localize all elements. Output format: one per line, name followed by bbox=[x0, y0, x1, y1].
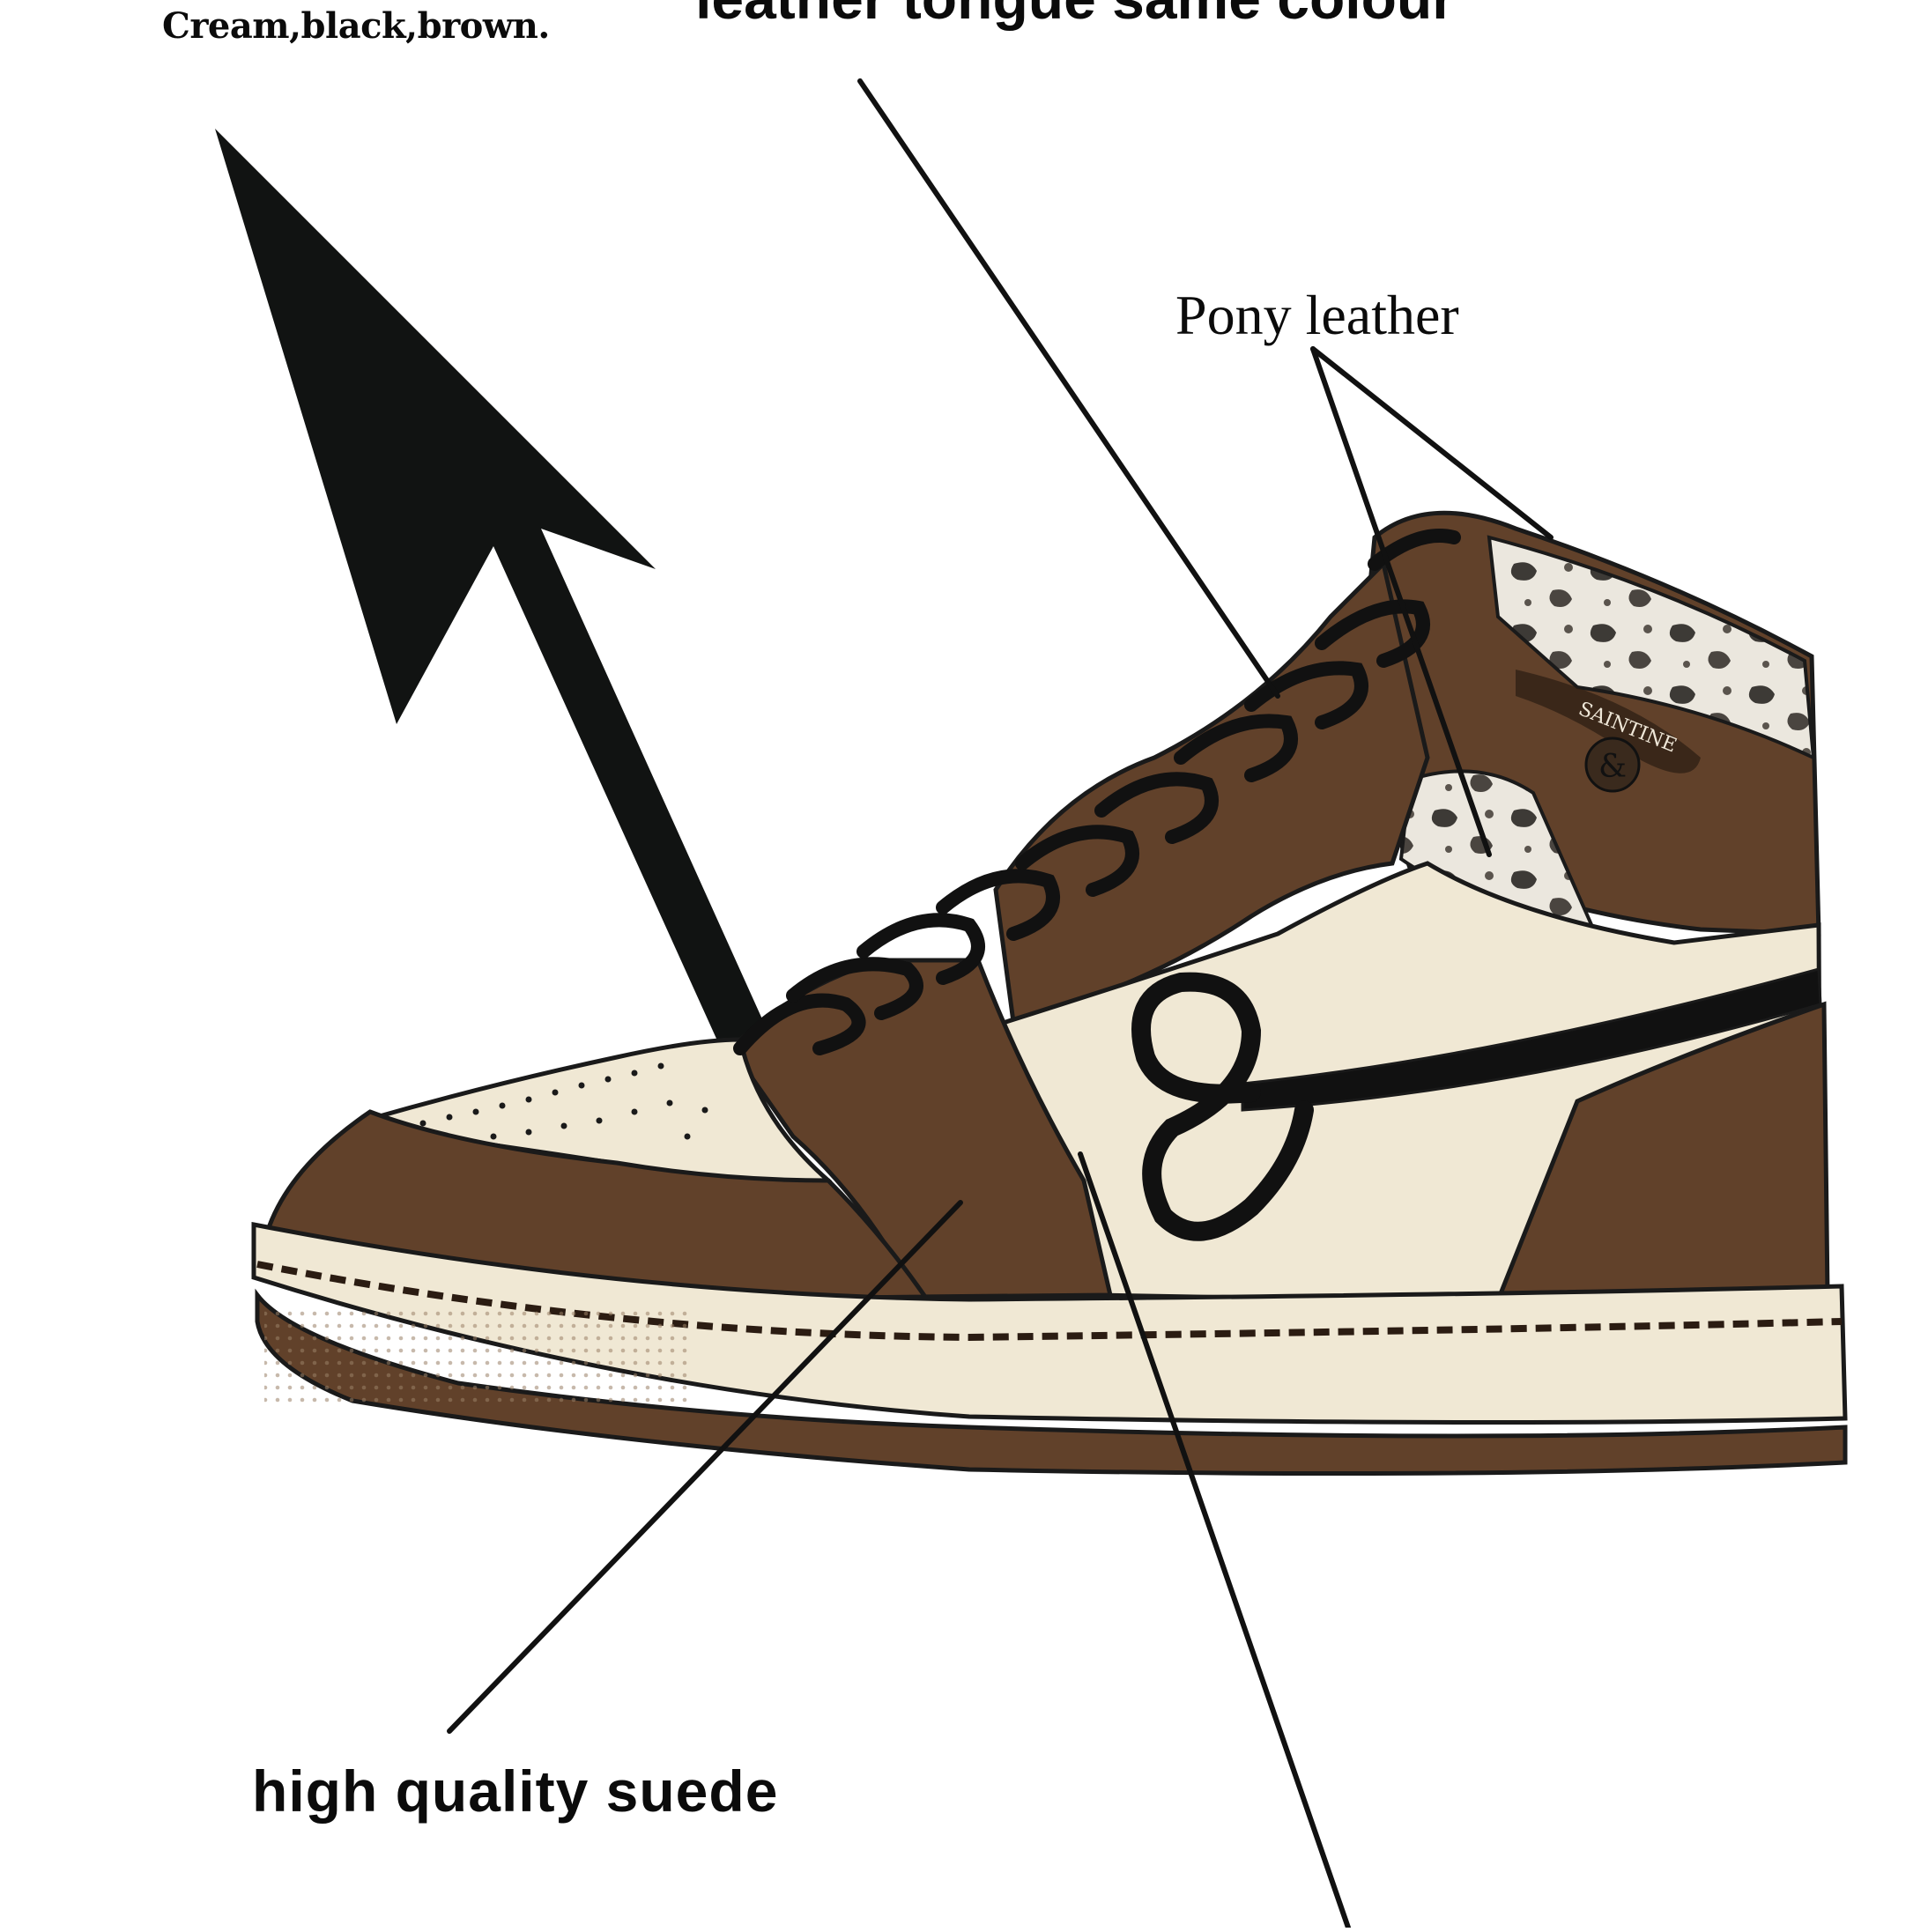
suede-leader-line bbox=[447, 1200, 963, 1734]
side-stripe bbox=[1241, 967, 1822, 1112]
laces bbox=[733, 529, 1461, 1055]
pony-leader-line-1 bbox=[1310, 346, 1492, 857]
cowhide-collar bbox=[1487, 535, 1816, 761]
heel-panel bbox=[1494, 1001, 1830, 1303]
tongue-note-label: leather tongue same colour bbox=[617, 0, 1533, 33]
up-arrow-icon bbox=[215, 129, 775, 1068]
colorway-label: Cream,black,brown. bbox=[162, 5, 550, 47]
toe-perforations bbox=[419, 1062, 708, 1140]
tongue-leader-line bbox=[857, 78, 1280, 699]
suede-label: high quality suede bbox=[252, 1758, 779, 1824]
ampersand-logo-icon bbox=[1131, 972, 1314, 1241]
leader-lines bbox=[447, 78, 1554, 1930]
pony-leader-line-2 bbox=[1310, 346, 1554, 540]
svg-text:&: & bbox=[1598, 749, 1627, 785]
lower-leader-line bbox=[1078, 1151, 1351, 1930]
outsole-dot-texture bbox=[264, 1304, 687, 1410]
pony-leather-label: Pony leather bbox=[1175, 284, 1459, 346]
midsole-stitching bbox=[256, 1261, 1843, 1342]
